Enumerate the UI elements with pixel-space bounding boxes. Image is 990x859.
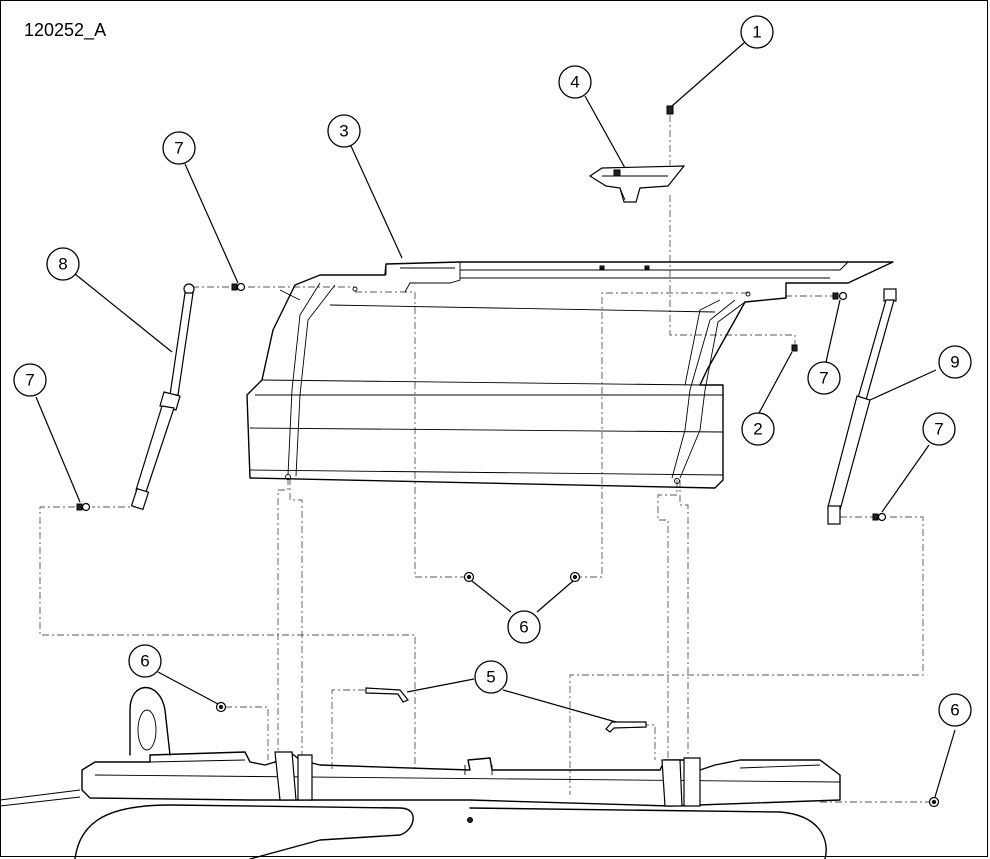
small-screw (791, 344, 798, 352)
callout-balloon-7-upper-left: 7 (162, 131, 196, 165)
vehicle-base (0, 686, 841, 859)
callout-balloon-9: 9 (938, 345, 972, 379)
svg-text:7: 7 (25, 371, 34, 390)
callout-balloon-8: 8 (46, 247, 80, 281)
callout-balloon-4: 4 (558, 65, 592, 99)
pivot-pins (76, 282, 887, 522)
leader-lines (35, 41, 956, 798)
left-gas-strut (130, 283, 195, 511)
svg-text:6: 6 (950, 701, 959, 720)
svg-text:6: 6 (140, 652, 149, 671)
nuts (215, 571, 940, 808)
svg-text:4: 4 (570, 73, 579, 92)
right-gas-strut (827, 288, 897, 525)
callout-balloon-6-right: 6 (938, 693, 972, 727)
svg-text:9: 9 (950, 353, 959, 372)
callout-balloon-2: 2 (741, 412, 775, 446)
hinge-pins (365, 687, 647, 733)
svg-text:2: 2 (753, 420, 762, 439)
callout-balloon-6-center: 6 (507, 610, 541, 644)
screw (666, 105, 674, 115)
bracket (588, 165, 686, 203)
svg-text:7: 7 (174, 139, 183, 158)
svg-text:1: 1 (752, 23, 761, 42)
svg-text:5: 5 (486, 668, 495, 687)
callout-balloon-1: 1 (740, 15, 774, 49)
svg-text:8: 8 (58, 255, 67, 274)
callout-balloon-7-lower-right: 7 (922, 412, 956, 446)
svg-text:7: 7 (819, 369, 828, 388)
canopy-roof (246, 261, 894, 489)
callout-balloon-6-left: 6 (128, 644, 162, 678)
svg-text:7: 7 (934, 420, 943, 439)
drawing-number: 120252_A (24, 20, 107, 40)
callout-balloon-7-lower-left: 7 (13, 363, 47, 397)
callout-balloon-5: 5 (474, 660, 508, 694)
svg-text:6: 6 (519, 618, 528, 637)
svg-text:3: 3 (339, 122, 348, 141)
assembly-lines (39, 115, 930, 803)
callout-balloon-7-upper-right: 7 (807, 361, 841, 395)
callout-balloon-3: 3 (327, 114, 361, 148)
